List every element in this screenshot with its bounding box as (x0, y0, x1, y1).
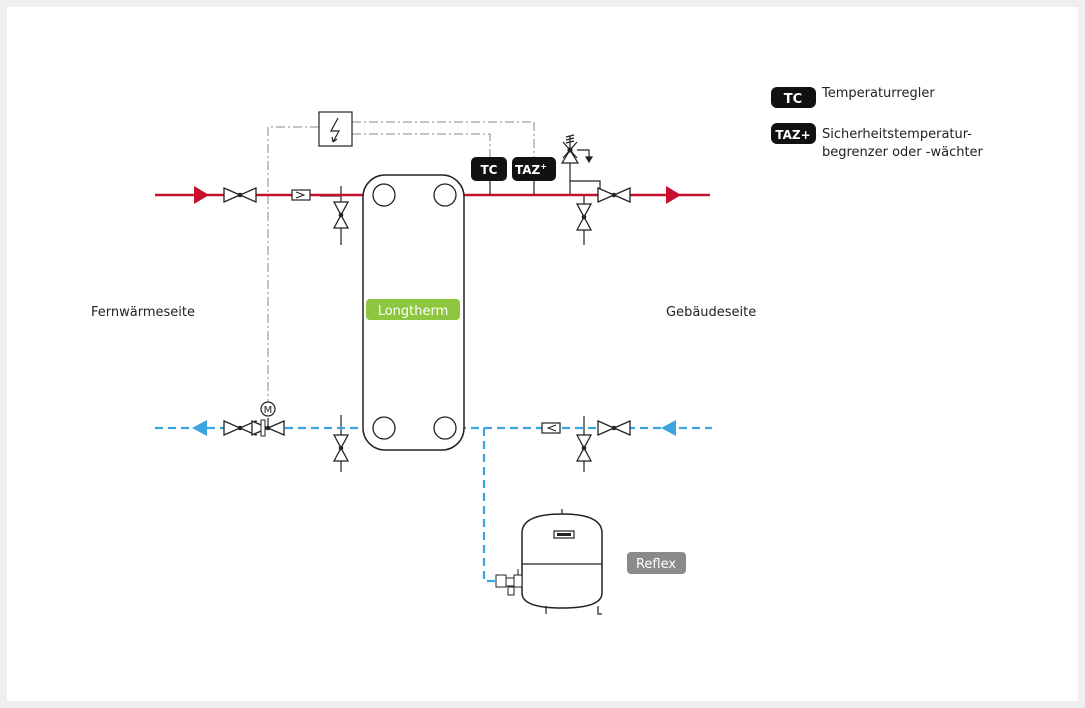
building-side-label: Gebäudeseite (666, 305, 756, 320)
plate-heat-exchanger: Longtherm (362, 174, 465, 451)
expansion-vessel: Reflex (495, 509, 686, 615)
drain-valve-icon (333, 434, 349, 462)
legend-tc-text: Temperaturregler (821, 86, 935, 101)
taz-sensor: TAZ+ (512, 157, 556, 195)
safety-valve-icon (560, 134, 594, 164)
drain-valve-icon (333, 201, 349, 229)
lightning-icon (329, 117, 341, 143)
strainer-icon (541, 422, 561, 434)
drain-valve-icon (576, 434, 592, 462)
drain-valve-icon (576, 203, 592, 231)
legend-taz-text-1: Sicherheitstemperatur- (822, 127, 972, 142)
taz-tag-label: TAZ (515, 163, 541, 177)
control-signal-lines (267, 121, 535, 408)
strainer-icon (291, 189, 311, 201)
gate-valve-icon (597, 420, 631, 436)
tc-sensor: TC (471, 157, 507, 195)
tc-tag-label: TC (481, 163, 498, 177)
legend: TC Temperaturregler TAZ+ Sicherheitstemp… (771, 86, 984, 160)
arrow-right-icon (666, 186, 681, 204)
legend-taz-text-2: begrenzer oder -wächter (822, 145, 984, 160)
arrow-left-icon (192, 420, 207, 436)
controller-box (318, 111, 353, 147)
arrow-right-icon (194, 186, 209, 204)
taz-tag-sup: + (540, 162, 547, 171)
arrow-left-icon (661, 420, 676, 436)
vessel-label: Reflex (636, 557, 676, 572)
legend-taz-badge: TAZ+ (775, 128, 810, 142)
motor-valve-icon: M (251, 401, 285, 437)
district-heating-side-label: Fernwärmeseite (91, 305, 195, 320)
gate-valve-icon (223, 187, 257, 203)
motor-label: M (264, 405, 273, 416)
legend-tc-badge: TC (784, 92, 802, 107)
vessel-fitting-icon (495, 569, 523, 596)
exchanger-label: Longtherm (378, 304, 449, 319)
gate-valve-icon (597, 187, 631, 203)
gate-valve-icon (223, 420, 257, 436)
svg-text:TAZ+: TAZ+ (515, 162, 547, 177)
